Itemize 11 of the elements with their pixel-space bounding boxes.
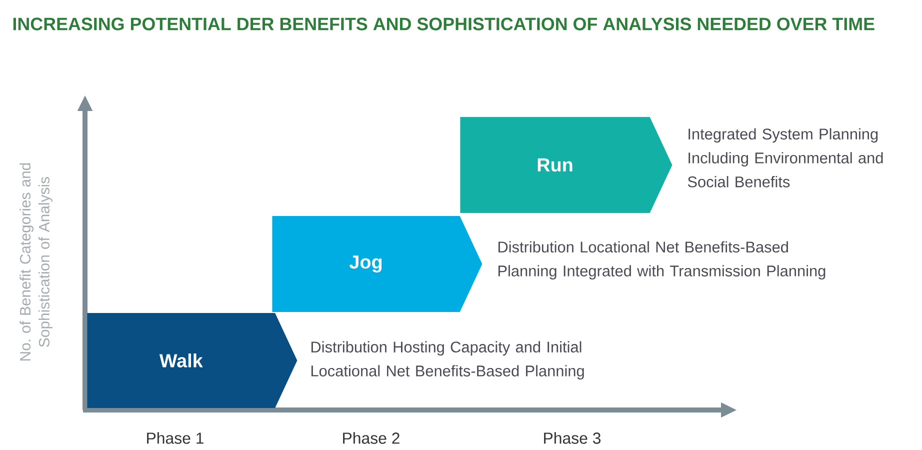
description-text: Distribution Locational Net Benefits-Based Planning Integrated with Transmission Planning xyxy=(498,241,826,280)
phase-label: Phase 3 xyxy=(544,432,601,444)
description-text: Distribution Hosting Capacity and Initial Locational Net Benefits-Based Planning xyxy=(311,341,584,380)
axis-label: No. of Benefit Categories and Sophistication of Analysis xyxy=(20,163,52,360)
description-text: Integrated System Planning Including Environmental and Social Benefits xyxy=(688,128,883,188)
phase-box: Walk xyxy=(87,312,298,408)
phase-label: Phase 1 xyxy=(147,432,204,444)
phase-box: Run xyxy=(460,116,672,213)
title: INCREASING POTENTIAL DER BENEFITS AND SOPHISTICATION OF ANALYSIS NEEDED OVER TIME xyxy=(13,18,874,30)
phase-label: Phase 2 xyxy=(343,432,400,444)
phase-box: Jog xyxy=(272,216,482,312)
